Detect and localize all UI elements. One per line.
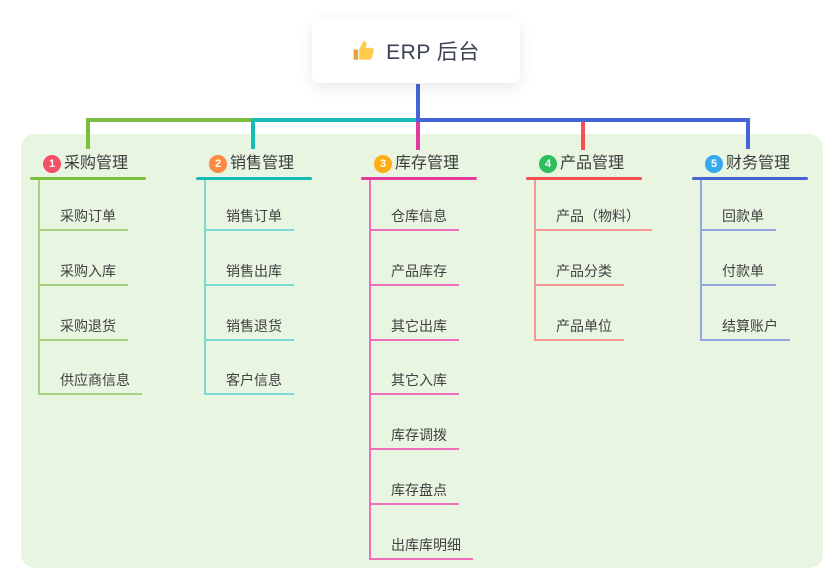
children-connector-line <box>369 180 371 560</box>
branch-underline <box>526 177 642 180</box>
child-topic[interactable]: 回款单 <box>700 207 776 231</box>
child-topic[interactable]: 其它入库 <box>369 371 459 395</box>
child-topic[interactable]: 产品库存 <box>369 262 459 286</box>
branch-underline <box>361 177 477 180</box>
branch-underline <box>30 177 146 180</box>
child-topic[interactable]: 销售出库 <box>204 262 294 286</box>
child-topic[interactable]: 销售退货 <box>204 317 294 341</box>
child-topic[interactable]: 采购退货 <box>38 317 128 341</box>
branch-drop-line <box>746 118 750 149</box>
branch-badge: 3 <box>374 155 392 173</box>
child-topic[interactable]: 付款单 <box>700 262 776 286</box>
branch-underline <box>692 177 808 180</box>
child-topic[interactable]: 产品分类 <box>534 262 624 286</box>
child-topic[interactable]: 产品单位 <box>534 317 624 341</box>
branch-badge: 4 <box>539 155 557 173</box>
root-topic-title: ERP 后台 <box>386 41 480 64</box>
mindmap-board <box>21 134 823 568</box>
branch-topic-title[interactable]: 库存管理 <box>395 155 460 172</box>
child-topic[interactable]: 出库库明细 <box>369 536 473 560</box>
child-topic[interactable]: 库存调拨 <box>369 426 459 450</box>
branch-topic-title[interactable]: 产品管理 <box>560 155 625 172</box>
branch-drop-line <box>581 122 585 150</box>
connector-bus-segment <box>416 118 750 122</box>
branch-underline <box>196 177 312 180</box>
children-connector-line <box>38 180 40 395</box>
child-topic[interactable]: 仓库信息 <box>369 207 459 231</box>
branch-drop-line <box>416 122 420 150</box>
child-topic[interactable]: 产品（物料） <box>534 207 652 231</box>
branch-topic-title[interactable]: 财务管理 <box>726 155 791 172</box>
connector-bus-segment <box>251 118 420 122</box>
thumbs-up-icon <box>352 39 376 63</box>
branch-badge: 1 <box>43 155 61 173</box>
branch-topic-title[interactable]: 销售管理 <box>230 155 295 172</box>
connector-stem <box>416 84 420 122</box>
root-topic[interactable]: ERP 后台 <box>312 19 520 83</box>
child-topic[interactable]: 其它出库 <box>369 317 459 341</box>
branch-drop-line <box>86 118 90 149</box>
child-topic[interactable]: 结算账户 <box>700 317 790 341</box>
children-connector-line <box>700 180 702 341</box>
branch-topic-title[interactable]: 采购管理 <box>64 155 129 172</box>
branch-badge: 5 <box>705 155 723 173</box>
branch-drop-line <box>251 118 255 149</box>
child-topic[interactable]: 库存盘点 <box>369 481 459 505</box>
children-connector-line <box>534 180 536 341</box>
child-topic[interactable]: 采购入库 <box>38 262 128 286</box>
children-connector-line <box>204 180 206 395</box>
child-topic[interactable]: 客户信息 <box>204 371 294 395</box>
connector-bus-segment <box>86 118 255 122</box>
child-topic[interactable]: 采购订单 <box>38 207 128 231</box>
child-topic[interactable]: 供应商信息 <box>38 371 142 395</box>
branch-badge: 2 <box>209 155 227 173</box>
child-topic[interactable]: 销售订单 <box>204 207 294 231</box>
